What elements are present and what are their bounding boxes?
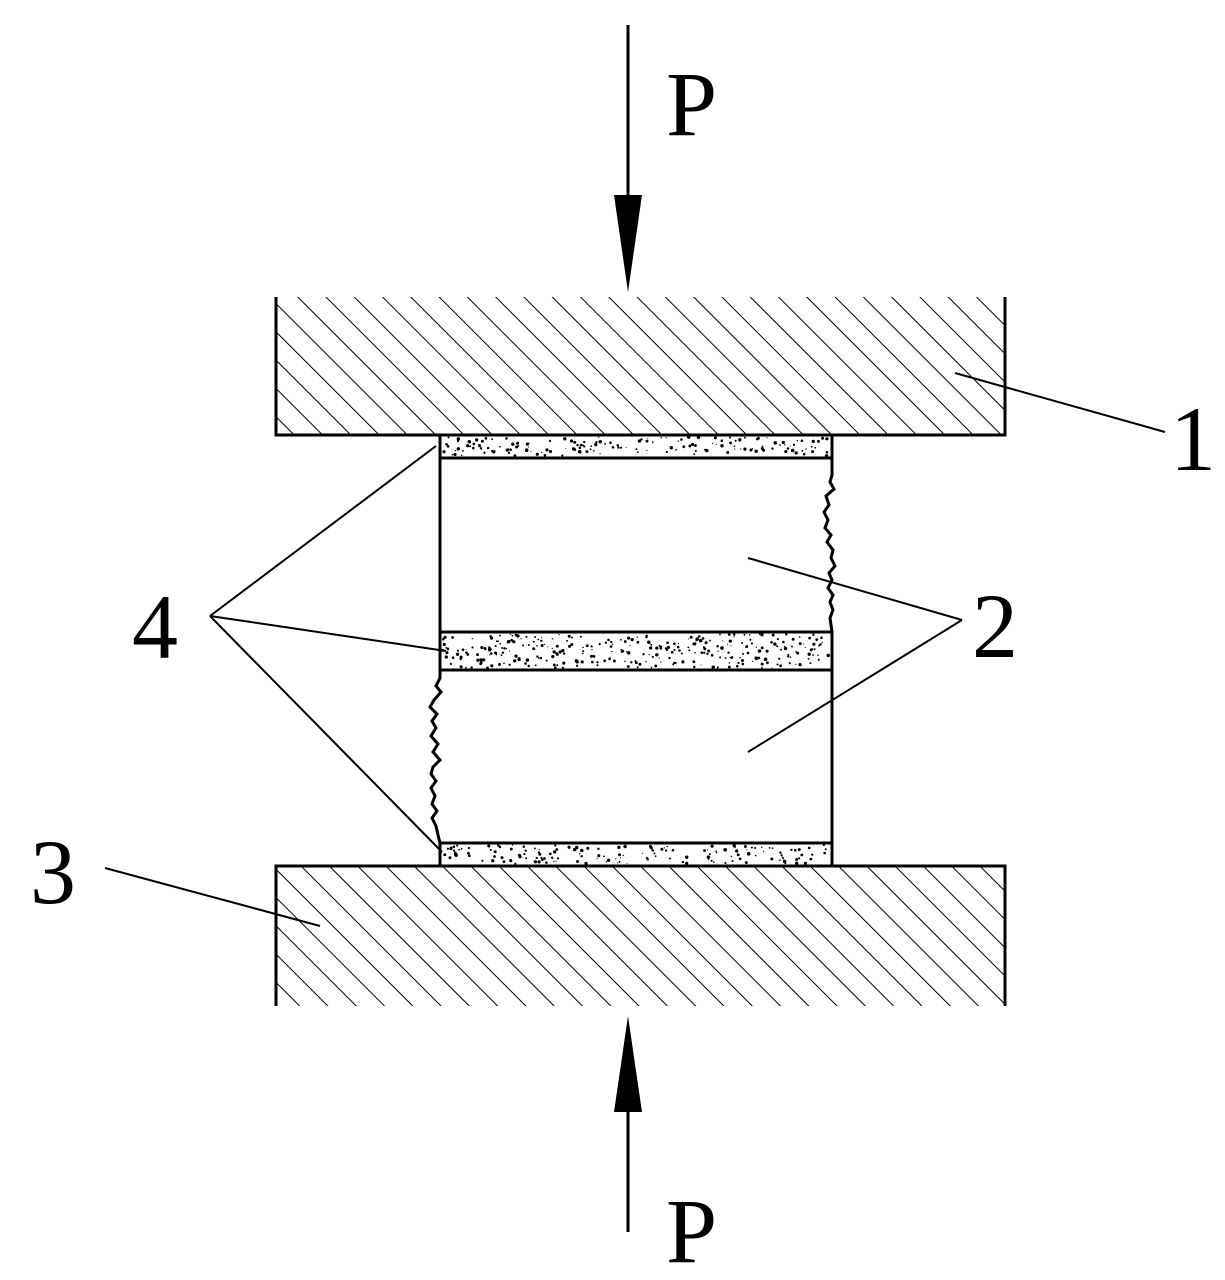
- upper-specimen-block: [438, 458, 837, 633]
- bottom-force-label: P: [666, 1180, 717, 1280]
- lower-specimen-block: [428, 670, 834, 844]
- part-label-2: 2: [972, 575, 1018, 677]
- leader-4: [209, 445, 447, 853]
- part-label-4: 4: [132, 576, 178, 678]
- interlayer-middle: [438, 630, 834, 672]
- leader-3: [104, 867, 321, 927]
- interlayer-bottom: [438, 841, 834, 868]
- interlayer-top: [438, 433, 834, 460]
- leader-1: [954, 372, 1166, 433]
- top-force-label: P: [666, 53, 717, 155]
- top-force-arrow: [614, 25, 642, 292]
- bottom-loading-plate: [274, 864, 1007, 1006]
- interlayer-middle-texture: [441, 633, 830, 670]
- top-loading-plate: [274, 297, 1007, 437]
- bottom-force-arrow: [614, 1016, 642, 1232]
- leader-2: [747, 557, 963, 753]
- interlayer-top-texture: [442, 435, 829, 458]
- interlayer-bottom-texture: [443, 843, 827, 866]
- part-label-3: 3: [30, 821, 76, 923]
- part-label-1: 1: [1170, 388, 1216, 490]
